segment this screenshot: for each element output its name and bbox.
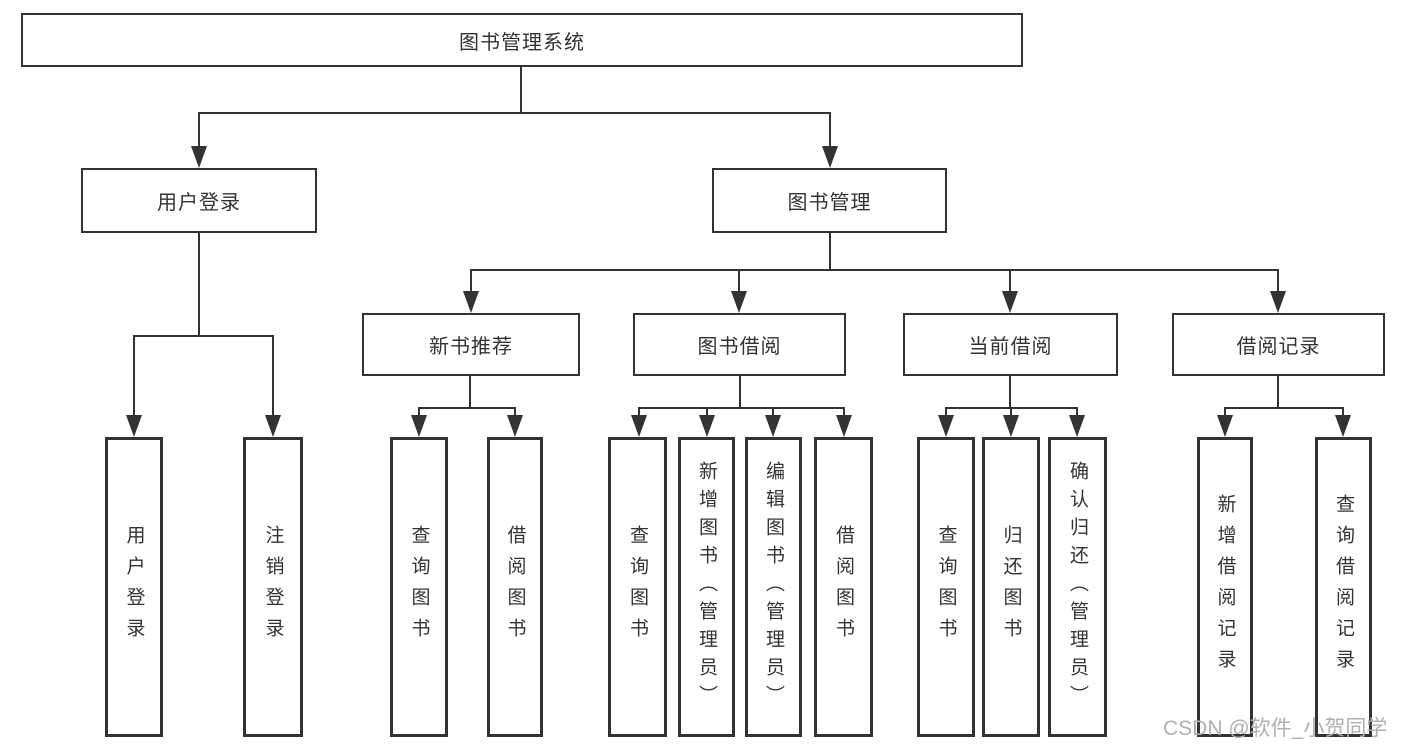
csdn-watermark: CSDN @软件_小贺同学 xyxy=(1163,717,1388,740)
level2-node-label: 图书借阅 xyxy=(697,336,782,358)
leaf-node-label: 归还图书 xyxy=(1000,525,1022,649)
level2-node-borrowing-records: 借阅记录 xyxy=(1172,313,1385,376)
connector-root-left-shaft xyxy=(198,112,200,150)
arrow-down-icon xyxy=(1335,415,1351,437)
connector-book-mgmt-vline xyxy=(829,232,831,271)
leaf-node-label: 借阅图书 xyxy=(833,525,854,649)
connector-shaft xyxy=(772,407,774,417)
arrow-down-icon xyxy=(1270,291,1286,313)
connector-shaft xyxy=(843,407,845,417)
leaf-node-borrow-books-recommend: 借阅图书 xyxy=(487,437,543,737)
connector-shaft xyxy=(1277,269,1279,293)
connector-borrow-records-hline xyxy=(1224,407,1344,409)
leaf-node-label: 确认归还（管理员） xyxy=(1067,461,1088,713)
connector-shaft xyxy=(514,407,516,417)
connector-shaft xyxy=(1224,407,1226,417)
level1-node-label: 用户登录 xyxy=(157,192,241,214)
leaf-node-edit-books-admin: 编辑图书（管理员） xyxy=(745,437,802,737)
level1-node-book-management: 图书管理 xyxy=(712,168,947,233)
connector-user-login-hline xyxy=(133,335,274,337)
connector-shaft xyxy=(1342,407,1344,417)
connector-shaft xyxy=(1010,407,1012,417)
connector-user-login-left-shaft xyxy=(133,335,135,417)
connector-shaft xyxy=(418,407,420,417)
leaf-node-query-books-recommend: 查询图书 xyxy=(390,437,448,737)
leaf-node-label: 借阅图书 xyxy=(504,525,526,649)
leaf-node-confirm-return-admin: 确认归还（管理员） xyxy=(1048,437,1107,737)
arrow-down-icon xyxy=(126,415,142,437)
leaf-node-label: 用户登录 xyxy=(123,525,145,649)
leaf-node-borrow-books-borrowing: 借阅图书 xyxy=(814,437,873,737)
leaf-node-label: 新增借阅记录 xyxy=(1214,494,1236,680)
connector-user-login-right-shaft xyxy=(272,335,274,417)
leaf-node-add-books-admin: 新增图书（管理员） xyxy=(678,437,735,737)
connector-root-hline xyxy=(198,112,831,114)
leaf-node-query-borrow-record: 查询借阅记录 xyxy=(1315,437,1372,737)
connector-new-book-hline xyxy=(418,407,516,409)
connector-user-login-vline xyxy=(198,232,200,337)
leaf-node-label: 注销登录 xyxy=(262,525,284,649)
level2-node-book-borrowing: 图书借阅 xyxy=(633,313,846,376)
leaf-node-label: 查询图书 xyxy=(627,525,648,649)
root-node-label: 图书管理系统 xyxy=(459,31,585,54)
leaf-node-label: 查询借阅记录 xyxy=(1333,494,1354,680)
connector-new-book-vline xyxy=(469,375,471,408)
arrow-down-icon xyxy=(765,415,781,437)
leaf-node-label: 查询图书 xyxy=(408,525,430,649)
connector-root-right-shaft xyxy=(829,112,831,150)
connector-book-borrow-hline xyxy=(638,407,845,409)
leaf-node-label: 编辑图书（管理员） xyxy=(763,461,784,713)
leaf-node-add-borrow-record: 新增借阅记录 xyxy=(1197,437,1253,737)
arrow-down-icon xyxy=(1002,291,1018,313)
level2-node-label: 当前借阅 xyxy=(968,336,1053,358)
arrow-down-icon xyxy=(731,291,747,313)
level1-node-label: 图书管理 xyxy=(787,192,872,214)
leaf-node-label: 新增图书（管理员） xyxy=(696,461,717,713)
arrow-down-icon xyxy=(822,146,838,168)
leaf-node-label: 查询图书 xyxy=(935,525,957,649)
arrow-down-icon xyxy=(1069,415,1085,437)
connector-book-mgmt-hline xyxy=(470,269,1279,271)
arrow-down-icon xyxy=(463,291,479,313)
arrow-down-icon xyxy=(265,415,281,437)
connector-shaft xyxy=(738,269,740,293)
arrow-down-icon xyxy=(699,415,715,437)
connector-shaft xyxy=(706,407,708,417)
connector-shaft xyxy=(638,407,640,417)
root-node-library-system: 图书管理系统 xyxy=(21,13,1023,67)
leaf-node-logout: 注销登录 xyxy=(243,437,303,737)
arrow-down-icon xyxy=(631,415,647,437)
arrow-down-icon xyxy=(1003,415,1019,437)
arrow-down-icon xyxy=(938,415,954,437)
arrow-down-icon xyxy=(411,415,427,437)
connector-shaft xyxy=(470,269,472,293)
connector-current-borrow-vline xyxy=(1009,375,1011,408)
arrow-down-icon xyxy=(507,415,523,437)
connector-borrow-records-vline xyxy=(1277,375,1279,408)
connector-shaft xyxy=(945,407,947,417)
leaf-node-user-login: 用户登录 xyxy=(105,437,163,737)
connector-shaft xyxy=(1076,407,1078,417)
arrow-down-icon xyxy=(836,415,852,437)
level2-node-new-book-recommendation: 新书推荐 xyxy=(362,313,580,376)
level2-node-label: 借阅记录 xyxy=(1236,336,1321,358)
arrow-down-icon xyxy=(191,146,207,168)
level1-node-user-login: 用户登录 xyxy=(81,168,317,233)
level2-node-current-borrowing: 当前借阅 xyxy=(903,313,1118,376)
level2-node-label: 新书推荐 xyxy=(429,336,513,358)
leaf-node-return-books: 归还图书 xyxy=(982,437,1040,737)
leaf-node-query-books-borrowing: 查询图书 xyxy=(608,437,667,737)
connector-root-vline xyxy=(520,66,522,113)
connector-book-borrow-vline xyxy=(739,375,741,408)
arrow-down-icon xyxy=(1217,415,1233,437)
connector-shaft xyxy=(1009,269,1011,293)
leaf-node-query-books-current: 查询图书 xyxy=(917,437,975,737)
